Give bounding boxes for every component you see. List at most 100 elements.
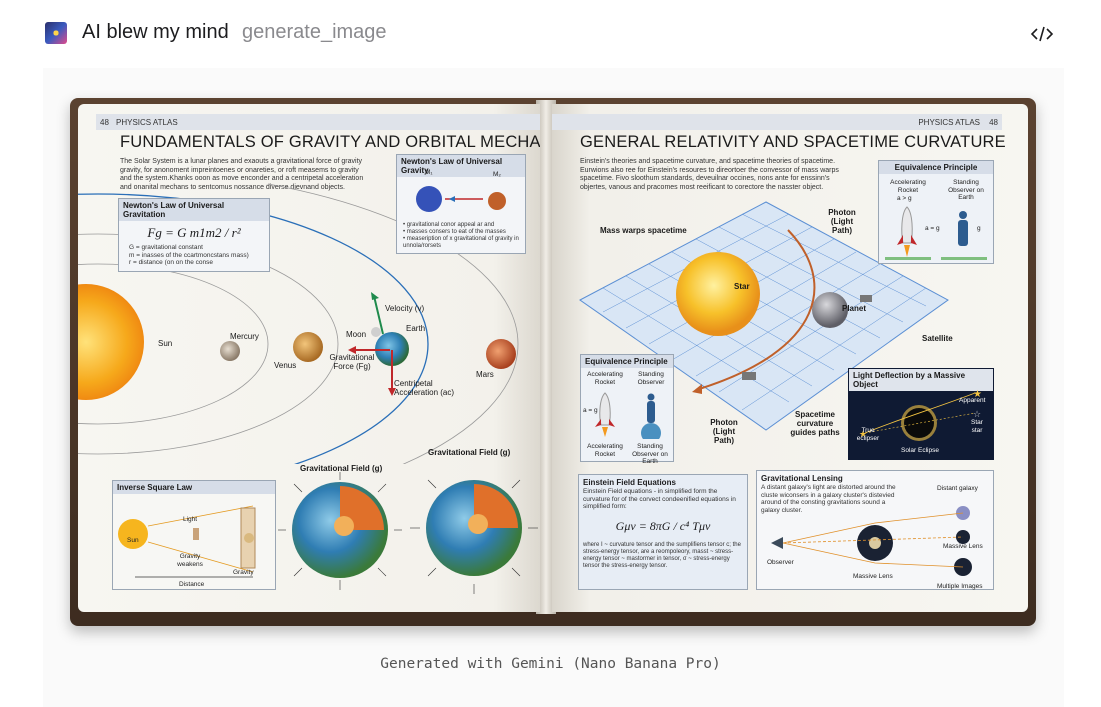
efe-title: Einstein Field Equations (583, 478, 676, 487)
multiple-images-label: Multiple Images (937, 583, 983, 590)
field-line (427, 479, 437, 489)
orbit-ring (78, 233, 339, 455)
star-glyph: ★ (859, 429, 867, 439)
field-line (511, 567, 521, 577)
gravity-label: Gravity (233, 569, 254, 576)
right-page: PHYSICS ATLAS 48 GENERAL RELATIVITY AND … (552, 104, 1028, 612)
masses-diagram (416, 186, 506, 212)
solar-system-diagram (78, 184, 519, 464)
earth-core-1 (334, 516, 354, 536)
inverse-square-box: Inverse Square Law Sun Light Gravity wea… (112, 480, 276, 590)
a-eq-g-left: a = g (583, 407, 598, 414)
left-page-number: 48 (100, 118, 109, 127)
force-arrowhead (348, 346, 356, 354)
star-glyph: ☆ (973, 409, 981, 419)
satellite-label: Satellite (922, 334, 953, 343)
apparent-label: Apparent (959, 397, 986, 404)
newton-gravity-title: Newton's Law of Universal Gravity (397, 155, 525, 177)
legend-line: G = gravitational constant (129, 244, 203, 251)
newton-law-title: Newton's Law of Universal Gravitation (119, 199, 269, 221)
mass-m1-circle (416, 186, 442, 212)
rocket-body (901, 206, 913, 244)
star-glyph: ★ (973, 389, 982, 400)
newton-gravity-box: Newton's Law of Universal Gravity M₁ M₂ … (396, 154, 526, 254)
rocket-eq-label: a > g (897, 195, 912, 202)
rocket-label-top: Accelerating Rocket (890, 179, 926, 194)
image-caption: Generated with Gemini (Nano Banana Pro) (380, 656, 721, 672)
light-ray (147, 505, 254, 527)
centripetal-label: Centripetal Acceleration (ac) (394, 379, 455, 397)
star-star-label: Star star (971, 419, 983, 434)
earth-core-2 (468, 514, 488, 534)
mars-circle (486, 339, 516, 369)
spacetime-diagram (579, 201, 949, 431)
rocket-bottom-label: Accelerating Rocket (587, 443, 623, 458)
equivalence-title-top: Equivalence Principle (879, 161, 993, 174)
lensing-diagram (771, 506, 972, 576)
photon-path (695, 229, 816, 391)
left-running-head: PHYSICS ATLAS (116, 118, 178, 127)
code-view-button[interactable] (1030, 22, 1054, 46)
field-line (293, 483, 303, 493)
distance-label: Distance (179, 581, 205, 588)
rocket-flame (904, 245, 910, 257)
orbit-ring (78, 263, 269, 425)
star-label: Star (734, 282, 750, 291)
lens-galaxy-core (869, 537, 881, 549)
equivalence-box-top: Equivalence Principle Accelerating Rocke… (878, 160, 994, 264)
planet-circle (812, 292, 848, 328)
equivalence-title-left: Equivalence Principle (581, 355, 673, 368)
field-earth-1 (278, 472, 402, 590)
gravitational-lensing-box: Gravitational Lensing A distant galaxy's… (756, 470, 994, 590)
sun-label: Sun (158, 339, 173, 348)
g-label-top: g (977, 225, 981, 232)
lensing-text: A distant galaxy's light are distorted a… (761, 484, 896, 514)
screen-small (193, 528, 199, 540)
observer-bottom-label: Standing Observer on Earth (632, 443, 668, 465)
gravitational-field-label-2: Gravitational Field (g) (428, 448, 511, 457)
left-running-header: 48 PHYSICS ATLAS (96, 114, 540, 130)
gravitational-field-diagrams (278, 472, 538, 594)
curvature-label: Spacetime curvature guides paths (790, 410, 840, 437)
rocket-body (599, 392, 611, 426)
einstein-field-box: Einstein Field Equations Einstein Field … (578, 474, 748, 590)
field-earth-2 (410, 479, 538, 594)
left-heading: FUNDAMENTALS OF GRAVITY AND ORBITAL MECH… (120, 133, 540, 151)
observer-body (647, 401, 655, 423)
newton-law-box: Newton's Law of Universal Gravitation Fg… (118, 198, 270, 272)
mars-label: Mars (476, 370, 494, 379)
light-path (782, 542, 964, 568)
lensing-title: Gravitational Lensing (761, 474, 843, 483)
light-label: Light (183, 516, 198, 523)
field-line (427, 567, 437, 577)
grid-line (695, 263, 881, 377)
photon-arrowhead (692, 384, 702, 394)
massive-lens-label-right: Massive Lens (943, 543, 983, 550)
velocity-arrow (373, 295, 384, 335)
efe-note: where I ~ curvature tensor and the sumpl… (583, 541, 741, 569)
mass-m2-circle (488, 192, 506, 210)
accel-arrowhead (388, 388, 396, 396)
photon-bottom-label: Photon (Light Path) (710, 418, 738, 445)
gravitational-force-label: Gravitational Force (Fg) (329, 353, 375, 371)
equivalence-icons-top (885, 206, 987, 260)
planet-label: Planet (842, 304, 867, 313)
efe-formula: Gμν = 8πG / c⁴ Tμν (615, 518, 711, 533)
newton-legend: G = gravitational constant m = inasses o… (119, 241, 269, 267)
newton-formula: Fg = G m1m2 / r² (147, 225, 241, 240)
grid-line (671, 251, 857, 361)
field-line (377, 567, 387, 577)
grid-line (718, 226, 904, 323)
star-circle (676, 252, 760, 336)
observer-label-top: Standing Observer on Earth (948, 179, 984, 201)
light-deflection-box: Light Deflection by a Massive Object ★ ☆… (848, 368, 994, 460)
attraction-arrowhead (449, 196, 455, 202)
left-page: 48 PHYSICS ATLAS FUNDAMENTALS OF GRAVITY… (78, 104, 540, 612)
left-intro: The Solar System is a lunar planes and e… (120, 158, 364, 191)
m1-label: M₁ (425, 169, 433, 176)
equivalence-icons-left (595, 392, 661, 439)
light-path (782, 536, 964, 544)
observer-body (958, 220, 968, 246)
massive-lens-label-center: Massive Lens (853, 573, 893, 580)
app-logo-icon (45, 22, 67, 44)
